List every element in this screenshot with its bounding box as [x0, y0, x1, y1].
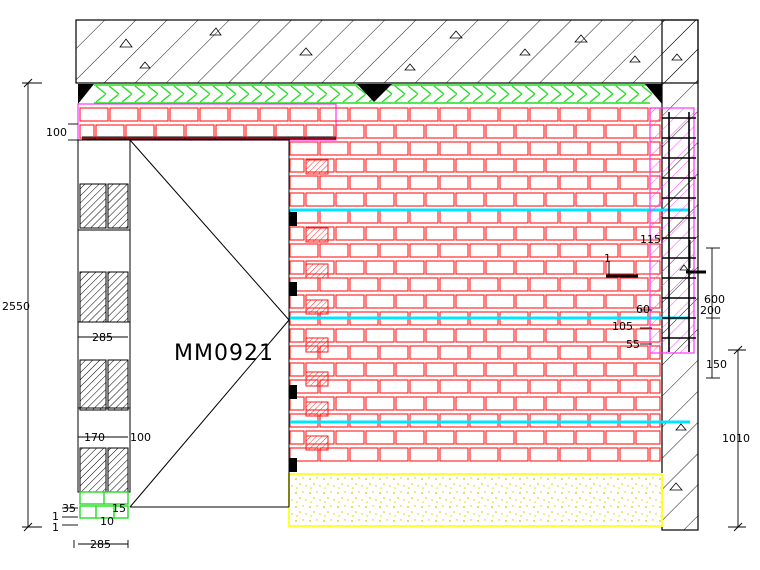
dim-55: 55 [626, 338, 640, 351]
dim-1a: 1 [52, 510, 59, 523]
door-swing [129, 139, 290, 508]
left-jamb-blocks [78, 183, 130, 493]
door-label: MM0921 [174, 341, 274, 366]
dim-170: 170 [84, 431, 105, 444]
top-wedge-center [357, 84, 392, 102]
dim-60: 60 [636, 303, 650, 316]
dim-600: 600 [704, 293, 725, 306]
dim-1b: 1 [52, 521, 59, 534]
top-wedge-right [645, 84, 662, 104]
dim-150: 150 [706, 358, 727, 371]
green-herringbone [94, 84, 653, 104]
dim-35: 35 [62, 502, 76, 515]
dim-10: 10 [100, 515, 114, 528]
level-mark [606, 262, 638, 278]
dimension-labels: 2550 1010 100 285 170 100 35 15 1 1 10 2… [2, 126, 750, 551]
dim-115: 115 [640, 233, 661, 246]
dimension-lines [22, 78, 746, 548]
brick-wall [79, 107, 661, 462]
doorway-edge-blocks [289, 159, 329, 472]
top-slab [75, 19, 699, 84]
yellow-base-fill [288, 473, 663, 527]
top-wedge-left [78, 84, 94, 104]
ladder-anchors [662, 112, 706, 352]
dim-100-top: 100 [46, 126, 67, 139]
dim-285-mid: 285 [92, 331, 113, 344]
dim-200: 200 [700, 304, 721, 317]
dim-1010: 1010 [722, 432, 750, 445]
dim-100-mid: 100 [130, 431, 151, 444]
dim-1-level: 1 [604, 252, 611, 265]
dim-2550: 2550 [2, 300, 30, 313]
dim-285-bottom: 285 [90, 538, 111, 551]
dim-105: 105 [612, 320, 633, 333]
left-jamb-green-courses [79, 491, 129, 519]
lintel-band [77, 103, 337, 141]
right-edge-zone [649, 107, 695, 354]
dim-15-bottom: 15 [112, 502, 126, 515]
slab-aggregate-marks [119, 27, 641, 71]
